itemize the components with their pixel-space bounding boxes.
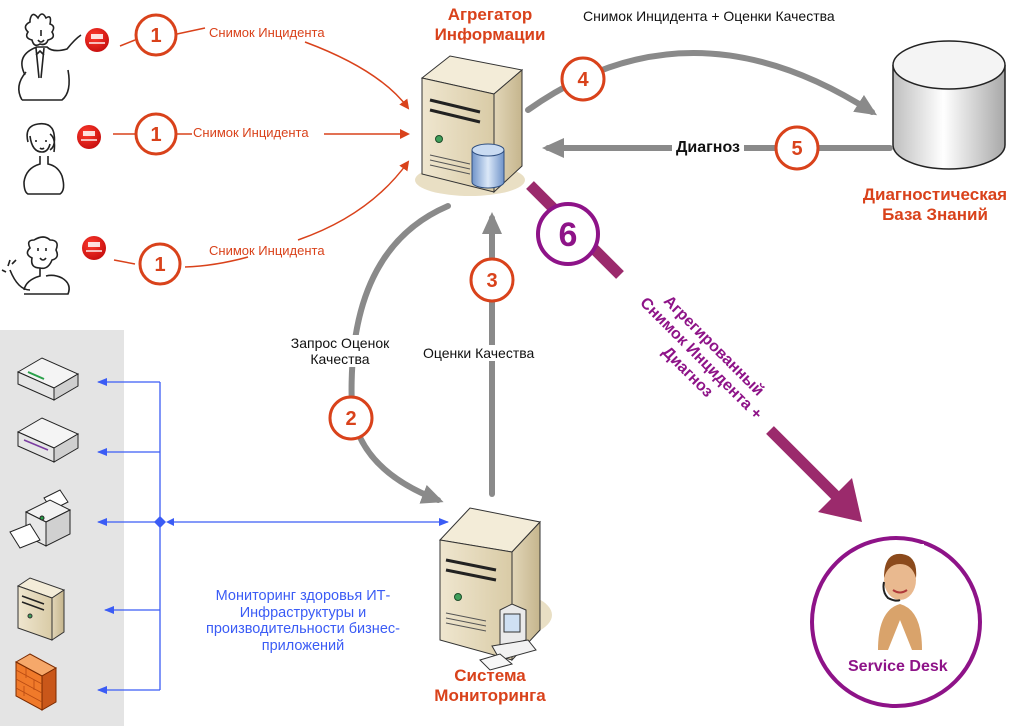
monitoring-title-line1: Система xyxy=(454,666,526,685)
incident-line-3b xyxy=(184,256,249,268)
red-badge-icon xyxy=(77,125,101,149)
step-4: 4 xyxy=(560,56,606,102)
snapshot-quality-label: Снимок Инцидента + Оценки Качества xyxy=(583,8,835,24)
svg-text:3: 3 xyxy=(486,270,497,292)
incident-label-2: Снимок Инцидента xyxy=(193,125,309,140)
step-1b: 1 xyxy=(134,112,178,156)
aggregator-title-line1: Агрегатор xyxy=(447,5,533,24)
svg-text:6: 6 xyxy=(559,216,578,254)
quality-request-label: Запрос Оценок Качества xyxy=(275,335,405,368)
incident-label-1: Снимок Инцидента xyxy=(209,25,325,40)
step-1a: 1 xyxy=(134,13,178,57)
step-1c: 1 xyxy=(138,242,182,286)
aggregator-title: Агрегатор Информации xyxy=(410,5,570,44)
step-2: 2 xyxy=(328,395,374,441)
monitoring-description-line4: приложений xyxy=(261,638,345,655)
incident-arrow-1 xyxy=(304,41,410,110)
user-man-icon xyxy=(18,13,82,101)
monitoring-description-line3: производительности бизнес- xyxy=(206,621,400,638)
svg-text:1: 1 xyxy=(154,254,165,276)
svg-text:1: 1 xyxy=(150,25,161,47)
bus-junction-icon xyxy=(154,516,166,528)
firewall-icon xyxy=(14,653,58,711)
svg-text:4: 4 xyxy=(577,69,589,91)
step-6: 6 xyxy=(536,202,600,266)
red-badge-icon xyxy=(85,28,109,52)
user-woman-icon xyxy=(23,122,65,195)
knowledge-base-icon xyxy=(892,40,1006,170)
step-3: 3 xyxy=(469,257,515,303)
monitoring-description: Мониторинг здоровья ИТ- Инфраструктуры и… xyxy=(178,588,428,655)
aggregator-server-icon xyxy=(415,55,525,196)
knowledge-base-title-line1: Диагностическая xyxy=(862,185,1008,204)
flow-arrow-2 xyxy=(348,203,451,504)
monitoring-description-line1: Мониторинг здоровья ИТ- xyxy=(215,588,391,604)
svg-text:1: 1 xyxy=(150,124,161,146)
router-icon xyxy=(16,417,80,463)
svg-text:2: 2 xyxy=(345,408,356,430)
knowledge-base-title-line2: База Знаний xyxy=(882,204,988,224)
quality-request-line2: Качества xyxy=(310,351,370,368)
user-waving-icon xyxy=(1,236,70,295)
monitoring-description-line2: Инфраструктуры и xyxy=(239,604,367,621)
server-tower-icon xyxy=(16,577,66,641)
incident-line-1a xyxy=(119,39,136,47)
svg-text:5: 5 xyxy=(791,138,802,160)
quality-scores-label: Оценки Качества xyxy=(423,345,535,362)
operator-photo-icon xyxy=(872,544,924,650)
service-desk-node xyxy=(810,536,982,708)
monitoring-title: Система Мониторинга xyxy=(410,666,570,705)
knowledge-base-title: Диагностическая База Знаний xyxy=(840,185,1024,224)
diagnosis-label: Диагноз xyxy=(672,139,744,158)
monitoring-title-line2: Мониторинга xyxy=(434,685,546,705)
printer-icon xyxy=(9,489,72,549)
red-badge-icon xyxy=(82,236,106,260)
incident-arrow-3 xyxy=(297,160,410,241)
switch-icon xyxy=(16,357,80,401)
monitoring-server-icon xyxy=(438,507,552,671)
incident-line-1b xyxy=(176,27,206,35)
bus-junction-arrow xyxy=(166,518,174,526)
aggregator-title-line2: Информации xyxy=(434,24,546,44)
quality-request-line1: Запрос Оценок xyxy=(290,335,390,351)
incident-line-3a xyxy=(113,259,136,265)
step-5: 5 xyxy=(774,125,820,171)
incident-label-3: Снимок Инцидента xyxy=(209,243,325,258)
workstation-icon xyxy=(479,603,537,671)
service-desk-label: Service Desk xyxy=(848,658,948,675)
